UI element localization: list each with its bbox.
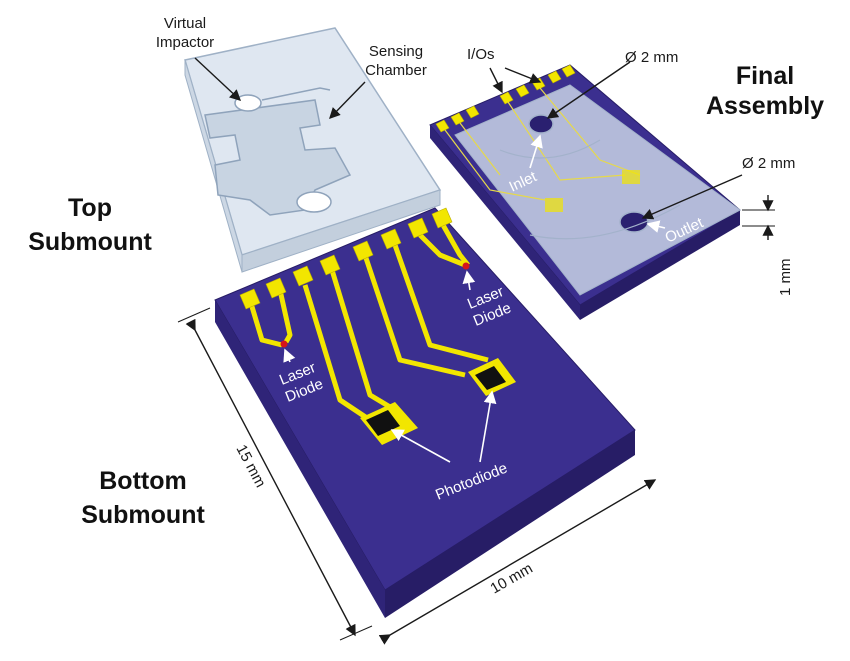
dimension-lines	[177, 195, 775, 645]
dimension-10mm	[378, 479, 657, 645]
outlet-hole-top	[296, 191, 332, 213]
laser-diode-left	[280, 340, 288, 348]
bottom-pads	[239, 207, 453, 310]
label-width: 10 mm	[488, 560, 536, 598]
annotation-arrows	[194, 57, 743, 463]
io-pads	[435, 64, 576, 133]
dimension-15mm	[185, 318, 356, 637]
label-diameter-bottom: Ø 2 mm	[742, 155, 795, 172]
label-diameter-top: Ø 2 mm	[625, 49, 678, 66]
inlet-hole	[528, 114, 554, 134]
final-assembly	[429, 64, 741, 320]
label-length: 15 mm	[232, 442, 269, 490]
laser-diode-right	[462, 262, 470, 270]
label-ios: I/Os	[467, 46, 495, 63]
label-thickness: 1 mm	[777, 259, 794, 297]
virtual-impactor-hole	[234, 94, 262, 112]
top-submount	[184, 27, 442, 273]
photodiode-right	[475, 366, 506, 390]
